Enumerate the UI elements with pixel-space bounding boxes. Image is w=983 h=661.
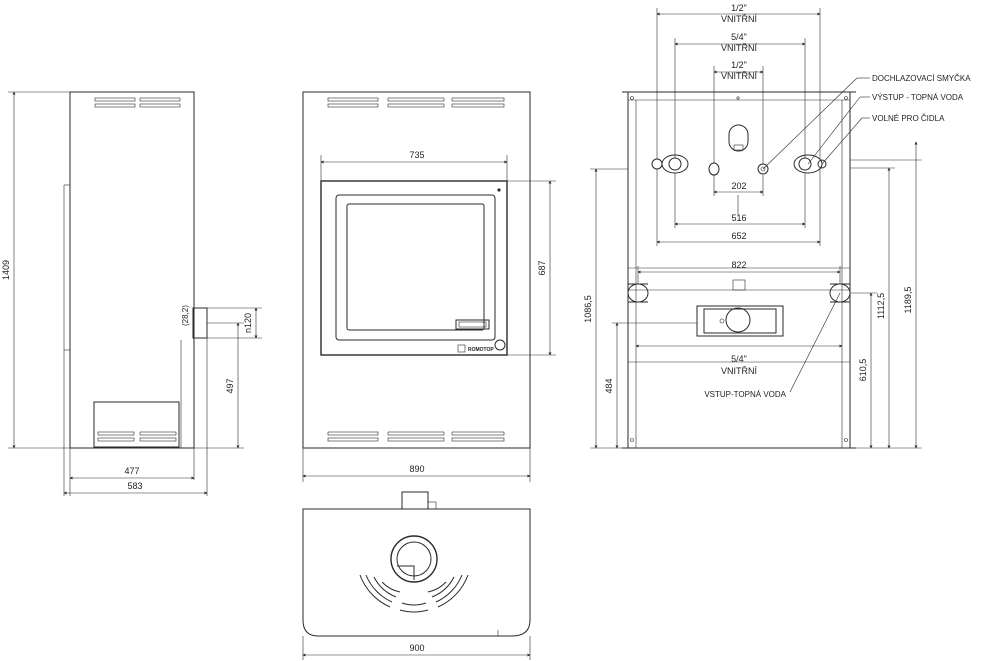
- side-view: (28,2) 1409 n120 497 477 583: [1, 91, 262, 496]
- dim-back-top3-unit: VNITŘNÍ: [721, 71, 757, 81]
- port-sensor: [817, 159, 827, 169]
- door-frame: [320, 180, 508, 356]
- dim-side-pipe: n120: [243, 313, 253, 333]
- top-view: 900: [302, 491, 531, 660]
- side-top-vents: [94, 97, 181, 108]
- dim-back-610: 610,5: [858, 359, 868, 382]
- dim-side-outlet-height: 497: [225, 378, 235, 393]
- dim-top-width: 900: [409, 643, 424, 653]
- dim-back-484: 484: [604, 378, 614, 393]
- door-handle: [494, 339, 506, 351]
- dim-back-top2-size: 5/4": [731, 32, 747, 42]
- dim-door-width: 735: [409, 150, 424, 160]
- port-left-large: [668, 157, 682, 171]
- dim-back-202: 202: [731, 181, 746, 191]
- port-outlet: [798, 157, 812, 171]
- top-flue-ring: [390, 535, 438, 583]
- side-pipe-label: (28,2): [181, 305, 190, 326]
- top-flue-outlet: [401, 491, 429, 510]
- dim-back-1086: 1086,5: [583, 295, 593, 323]
- back-view: 1/2" VNITŘNÍ 5/4" VNITŘNÍ 1/2" VNITŘNÍ 2…: [583, 3, 971, 449]
- dim-back-bottom-unit: VNITŘNÍ: [721, 366, 757, 376]
- side-bottom-vents: [97, 431, 177, 442]
- dim-back-1189: 1189,5: [903, 287, 913, 314]
- callout-outlet-water: VÝSTUP - TOPNÁ VODA: [872, 93, 964, 102]
- back-flue-outlet: [696, 305, 784, 337]
- callout-sensor-free: VOLNÉ PRO ČIDLA: [872, 114, 945, 123]
- dim-back-bottom-size: 5/4": [731, 354, 747, 364]
- dim-side-depth-body: 477: [124, 466, 139, 476]
- front-bottom-vents: [327, 431, 505, 442]
- callout-inlet-water: VSTUP-TOPNÁ VODA: [704, 390, 786, 399]
- port-left-small: [651, 158, 663, 170]
- dim-back-822: 822: [731, 260, 746, 270]
- fire-window: [346, 203, 485, 331]
- port-cooling-in: [708, 162, 720, 176]
- dim-back-top1-unit: VNITŘNÍ: [721, 14, 757, 24]
- dim-back-1112: 1112,5: [876, 293, 886, 319]
- front-view: ROMOTOP 735 687 890: [302, 91, 556, 482]
- top-arc-vents: [359, 574, 469, 613]
- dim-back-top1-size: 1/2": [731, 3, 747, 13]
- dim-door-height: 687: [537, 260, 547, 275]
- callout-cooling-loop: DOCHLAZOVACÍ SMYČKA: [872, 74, 971, 83]
- dim-side-height: 1409: [1, 260, 11, 280]
- dim-back-top3-size: 1/2": [731, 60, 747, 70]
- dim-back-top2-unit: VNITŘNÍ: [721, 43, 757, 53]
- dim-back-516: 516: [731, 213, 746, 223]
- front-top-vents: [327, 97, 505, 108]
- ash-drawer: [93, 401, 180, 448]
- dim-back-652: 652: [731, 231, 746, 241]
- dim-front-width: 890: [409, 464, 424, 474]
- dim-side-depth-total: 583: [127, 481, 142, 491]
- brand-logo: ROMOTOP: [468, 347, 494, 353]
